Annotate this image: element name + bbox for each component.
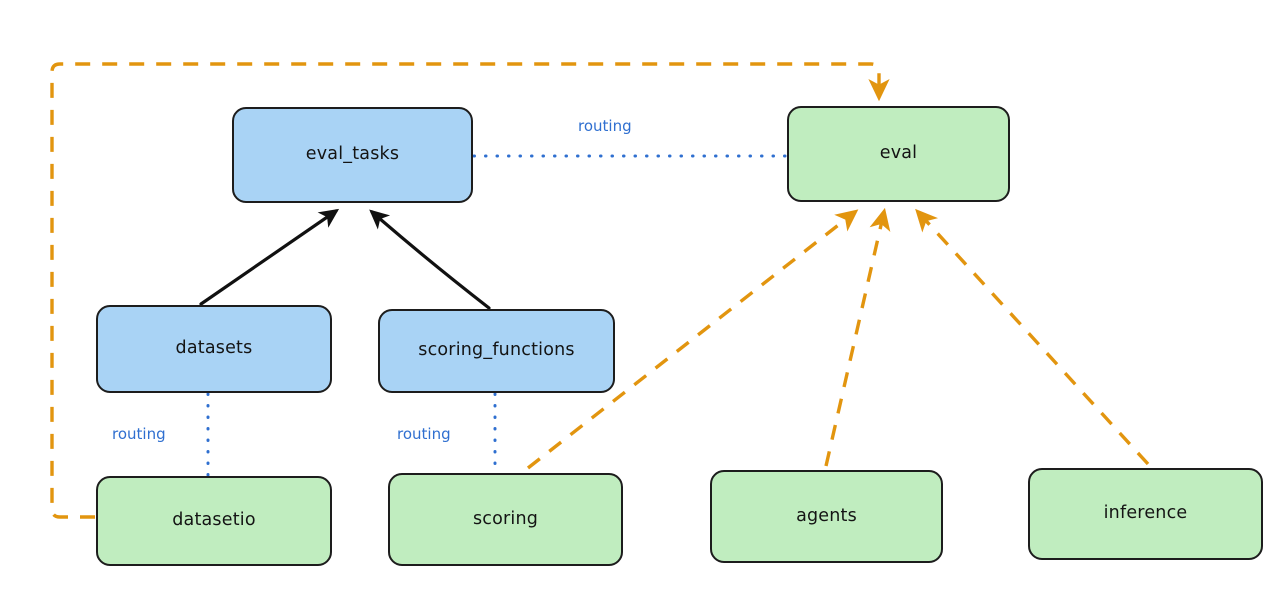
node-agents[interactable]: agents bbox=[710, 470, 943, 563]
node-label: datasetio bbox=[172, 510, 256, 531]
node-eval[interactable]: eval bbox=[787, 106, 1010, 202]
edge-inference-to-eval bbox=[915, 208, 1150, 466]
edge-scoring-functions-to-eval-tasks bbox=[369, 209, 491, 310]
node-label: scoring bbox=[472, 508, 539, 529]
node-inference[interactable]: inference bbox=[1028, 468, 1263, 560]
node-label: inference bbox=[1103, 503, 1188, 524]
node-label: scoring_functions bbox=[418, 340, 575, 361]
edge-label-routing-eval-tasks-eval: routing bbox=[578, 117, 632, 135]
node-eval-tasks[interactable]: eval_tasks bbox=[232, 107, 473, 203]
edge-datasetio-to-eval bbox=[50, 62, 890, 519]
node-label: eval_tasks bbox=[305, 144, 400, 165]
node-datasets[interactable]: datasets bbox=[96, 305, 332, 393]
edge-agents-to-eval bbox=[824, 207, 891, 467]
node-datasetio[interactable]: datasetio bbox=[96, 476, 332, 566]
node-label: eval bbox=[879, 143, 918, 164]
edge-datasets-to-eval-tasks bbox=[199, 208, 340, 306]
edge-label-routing-datasets-datasetio: routing bbox=[112, 425, 166, 443]
node-scoring-functions[interactable]: scoring_functions bbox=[378, 309, 615, 393]
edge-label-routing-scoring-functions-scoring: routing bbox=[397, 425, 451, 443]
node-scoring[interactable]: scoring bbox=[388, 473, 623, 566]
node-label: datasets bbox=[175, 338, 253, 359]
node-label: agents bbox=[796, 505, 857, 526]
